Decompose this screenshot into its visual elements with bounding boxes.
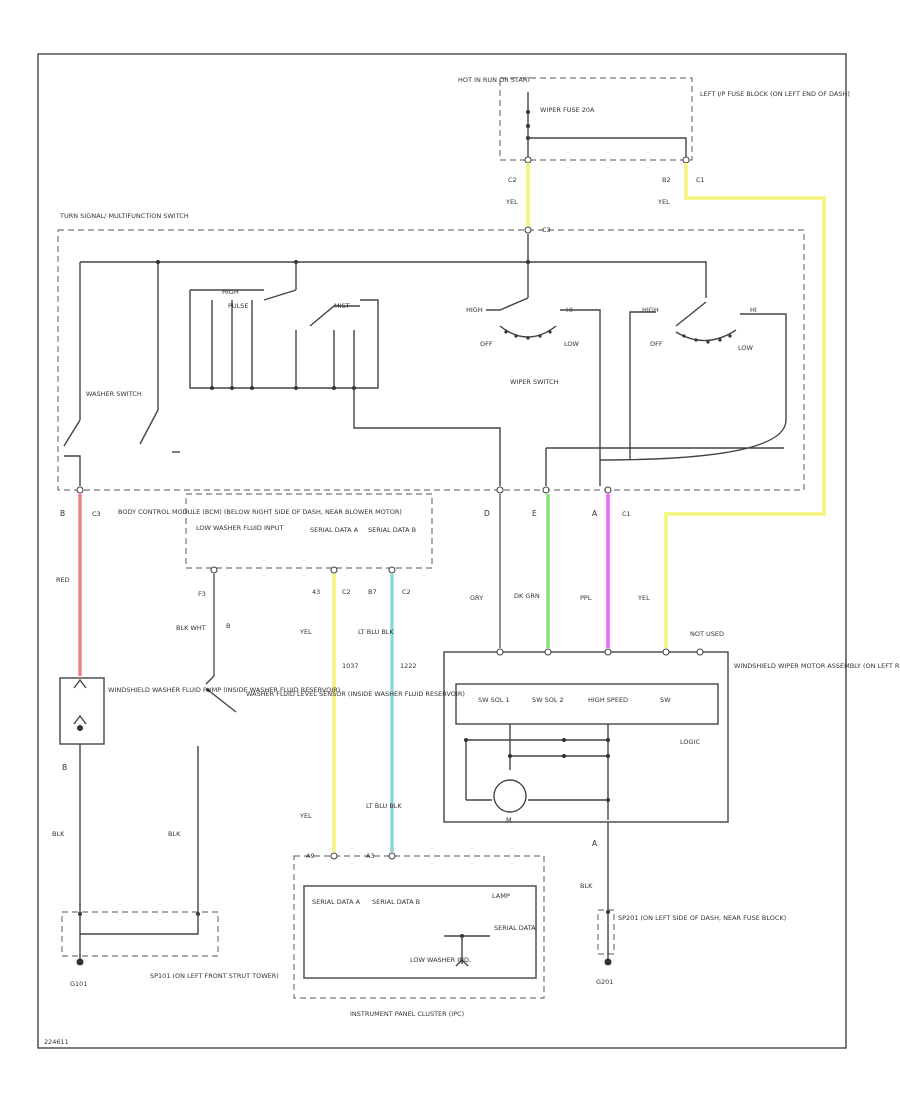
- fuse-block-label: LEFT I/P FUSE BLOCK (ON LEFT END OF DASH…: [700, 90, 850, 98]
- label-high-1: HIGH: [466, 306, 483, 314]
- wire-color-yel-1: YEL: [505, 198, 518, 206]
- washer-pump-box: [59, 677, 105, 745]
- wire-yellow-motor: [664, 163, 826, 648]
- bcm-outline: [185, 493, 433, 569]
- wire-color-dk-grn: DK GRN: [514, 592, 540, 600]
- sp201-label: SP201 (ON LEFT SIDE OF DASH, NEAR FUSE B…: [618, 914, 786, 922]
- wire-color-lt-blu-blk: LT BLU BLK: [358, 628, 394, 636]
- wiper-fuse-label: WIPER FUSE 20A: [540, 106, 595, 114]
- pin-d-label: D: [484, 509, 490, 518]
- pin-a9-label: A9: [306, 852, 315, 860]
- not-used-label: NOT USED: [690, 630, 724, 638]
- connector-c1-top: C1: [696, 176, 705, 184]
- wire-color-blk-2: BLK: [168, 830, 181, 838]
- wire-color-yel-4: YEL: [299, 628, 312, 636]
- pin-a-label: A: [592, 509, 598, 518]
- g201-label: G201: [596, 978, 613, 986]
- circuit-1037: 1037: [342, 662, 359, 670]
- ipc-outline: [293, 855, 545, 999]
- serial-data-label-2: SERIAL DATA B: [368, 526, 416, 534]
- pin-43-label: 43: [312, 588, 320, 596]
- logic-box: [455, 683, 719, 725]
- sp101-label: SP101 (ON LEFT FRONT STRUT TOWER): [150, 972, 279, 980]
- ground-g201: [604, 958, 612, 966]
- ground-g101: [76, 958, 84, 966]
- label-off-2: OFF: [650, 340, 663, 348]
- logic-sw: SW: [660, 696, 671, 704]
- motor-symbol: [493, 779, 527, 813]
- ipc-label: INSTRUMENT PANEL CLUSTER (IPC): [350, 1010, 464, 1018]
- wire-color-blk-1: BLK: [52, 830, 65, 838]
- label-hi-2: HI: [750, 306, 757, 314]
- wire-color-yel-5: YEL: [299, 812, 312, 820]
- low-washer-input-label: LOW WASHER FLUID INPUT: [196, 524, 283, 532]
- wire-color-yel-2: YEL: [657, 198, 670, 206]
- wire-color-ppl: PPL: [580, 594, 592, 602]
- label-pulse: PULSE: [228, 302, 249, 310]
- bcm-label: BODY CONTROL MODULE (BCM) (BELOW RIGHT S…: [118, 508, 402, 516]
- motor-m-label: M: [506, 816, 512, 824]
- ipc-serial-data-2: SERIAL DATA B: [372, 898, 420, 906]
- pin-a-bottom-label: A: [592, 839, 598, 848]
- wiper-motor-box: [443, 651, 729, 823]
- washer-pump-label: WINDSHIELD WASHER FLUID PUMP (INSIDE WAS…: [108, 686, 340, 694]
- ipc-lamp-label: LAMP: [492, 892, 510, 900]
- washer-switch-label: WASHER SWITCH: [86, 390, 142, 398]
- wiper-motor-label: WINDSHIELD WIPER MOTOR ASSEMBLY (ON LEFT…: [734, 662, 900, 670]
- label-low-2: LOW: [738, 344, 754, 352]
- logic-label: LOGIC: [680, 738, 700, 746]
- figure-id: 224611: [44, 1038, 69, 1046]
- wire-color-gry: GRY: [470, 594, 483, 602]
- wire-color-yel-3: YEL: [637, 594, 650, 602]
- multifunction-switch-label: TURN SIGNAL/ MULTIFUNCTION SWITCH: [59, 212, 189, 220]
- connector-c2-top: C2: [508, 176, 517, 184]
- pin-a3-label: A3: [366, 852, 375, 860]
- connector-c3-label: C3: [92, 510, 101, 518]
- wiper-switch-label: WIPER SWITCH: [510, 378, 559, 386]
- pin-e-label: E: [532, 509, 537, 518]
- wire-color-red: RED: [56, 576, 70, 584]
- label-high-delay: HIGH: [222, 288, 239, 296]
- label-high-2: HIGH: [642, 306, 659, 314]
- pin-f3-label: F3: [198, 590, 206, 598]
- pin-b7-label: B7: [368, 588, 377, 596]
- label-low-1: LOW: [564, 340, 580, 348]
- serial-data-label-1: SERIAL DATA A: [310, 526, 359, 534]
- label-off-1: OFF: [480, 340, 493, 348]
- ipc-inner-box: [303, 885, 537, 979]
- pin-b-pump-label: B: [62, 763, 67, 772]
- multifunction-switch-outline: [57, 229, 805, 491]
- connector-c2-mid: C2: [342, 588, 351, 596]
- connector-b2-top: B2: [662, 176, 671, 184]
- connector-c3-top: C3: [542, 226, 551, 234]
- wire-color-blk-wht: BLK WHT: [176, 624, 206, 632]
- diagram-frame: [37, 53, 847, 1049]
- connector-c2-mid-2: C2: [402, 588, 411, 596]
- sp201-outline: [597, 909, 615, 955]
- g101-label: G101: [70, 980, 87, 988]
- fuse-block-outline: [499, 77, 693, 161]
- wire-color-blk-3: BLK: [580, 882, 593, 890]
- connector-c1-label: C1: [622, 510, 631, 518]
- pin-b-bcm-label: B: [226, 622, 230, 630]
- circuit-1222: 1222: [400, 662, 417, 670]
- low-washer-indicator-label: LOW WASHER IND.: [410, 956, 471, 964]
- pin-b-label: B: [60, 509, 65, 518]
- logic-sw-sol-2: SW SOL 2: [532, 696, 564, 704]
- logic-sw-sol-1: SW SOL 1: [478, 696, 510, 704]
- logic-high-speed: HIGH SPEED: [588, 696, 628, 704]
- ipc-serial-data-label: SERIAL DATA: [494, 924, 536, 932]
- ipc-serial-data-1: SERIAL DATA A: [312, 898, 361, 906]
- label-mist: MIST: [334, 302, 350, 310]
- wire-color-lt-blu-blk-2: LT BLU BLK: [366, 802, 402, 810]
- level-sensor-label: WASHER FLUID LEVEL SENSOR (INSIDE WASHER…: [246, 690, 465, 698]
- hot-in-run-label: HOT IN RUN OR START: [458, 76, 531, 84]
